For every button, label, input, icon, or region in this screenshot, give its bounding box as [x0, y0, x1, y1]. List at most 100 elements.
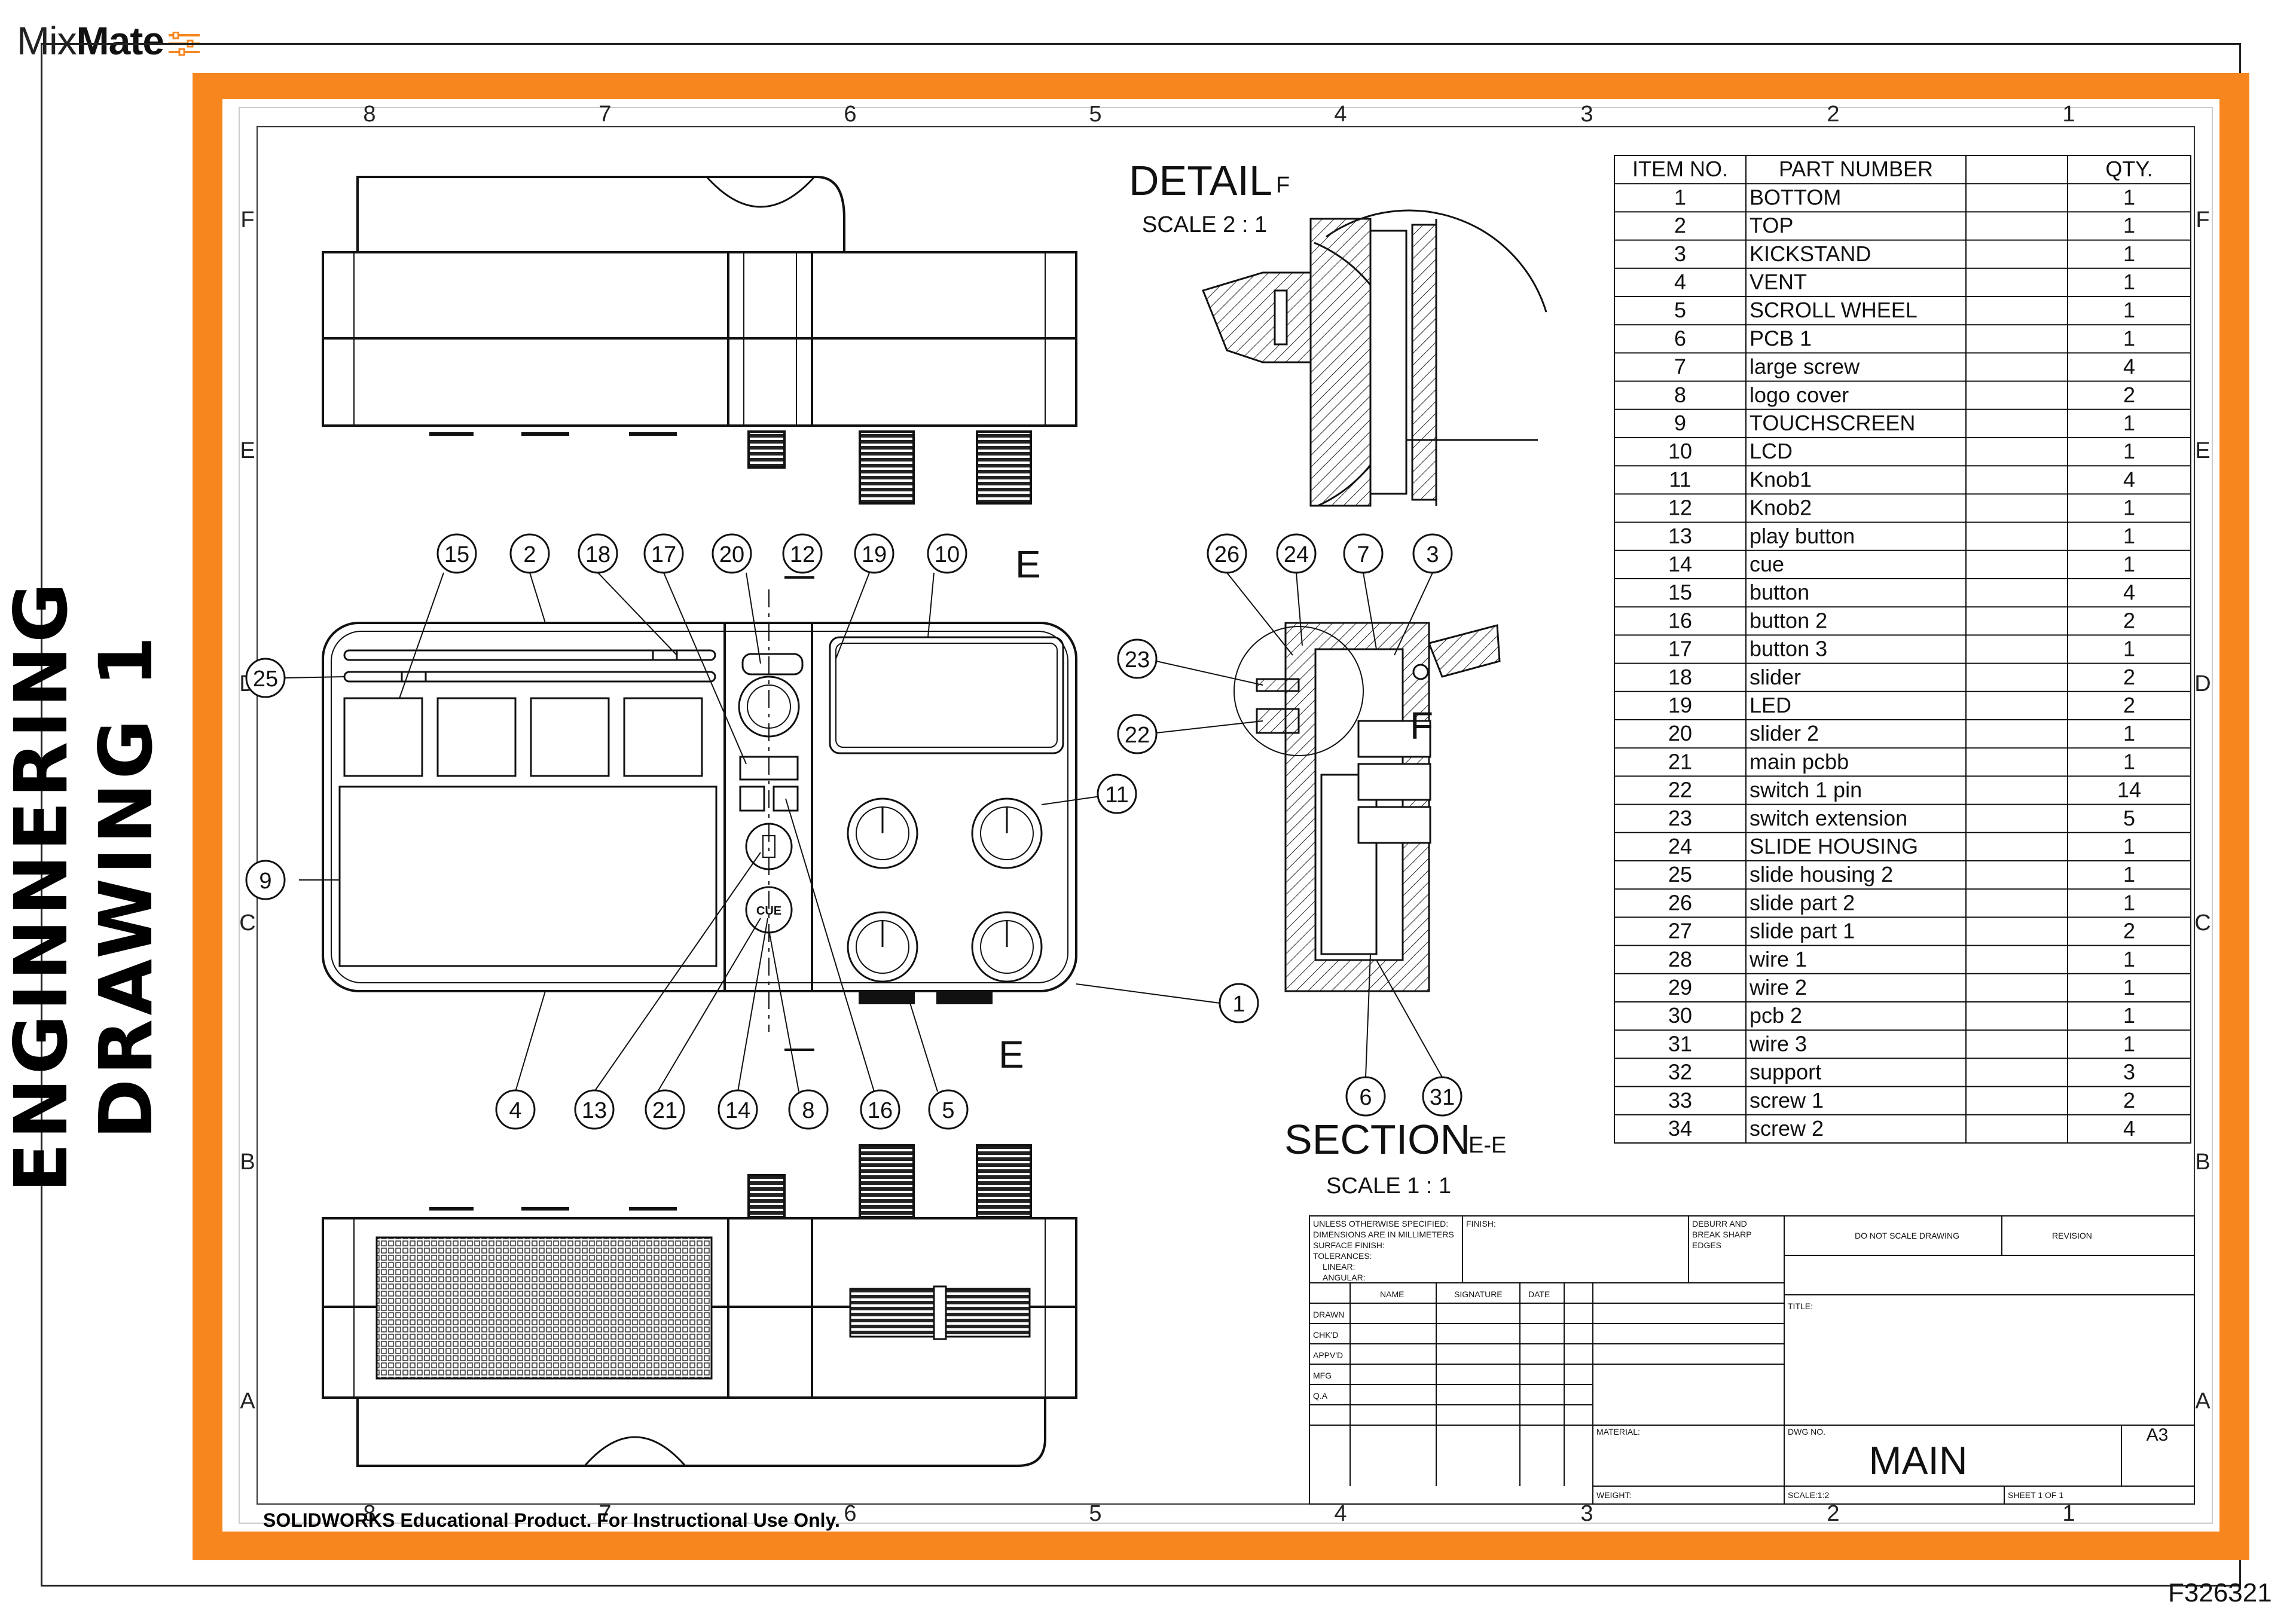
section-title: SECTION: [1284, 1116, 1470, 1163]
bom-qty: 1: [2123, 185, 2135, 209]
bom-item-no: 7: [1674, 354, 1686, 379]
title-block-text: UNLESS OTHERWISE SPECIFIED: DIMENSIONS A…: [1313, 1219, 2092, 1500]
bom-part-number: button 2: [1750, 608, 1827, 632]
tb-surface: SURFACE FINISH:: [1313, 1240, 1385, 1250]
zone-col-6: 6: [844, 102, 856, 127]
zone-col-1-bottom: 1: [2062, 1501, 2075, 1526]
tb-unless: UNLESS OTHERWISE SPECIFIED:: [1313, 1219, 1448, 1228]
zone-col-4: 4: [1334, 102, 1347, 127]
bom-part-number: KICKSTAND: [1750, 242, 1871, 266]
balloon-group-section: [1117, 533, 1463, 1117]
zone-row-d-right: D: [2194, 671, 2210, 696]
bom-qty: 1: [2123, 862, 2135, 887]
bom-item-no: 31: [1668, 1031, 1692, 1056]
tb-weight: WEIGHT:: [1596, 1490, 1631, 1500]
bom-qty: 1: [2123, 749, 2135, 774]
detail-title: DETAIL: [1129, 157, 1272, 204]
bom-part-number: button 3: [1750, 637, 1827, 661]
bom-qty: 1: [2123, 947, 2135, 971]
bom-item-no: 33: [1668, 1088, 1692, 1112]
balloon-13: 13: [582, 1098, 607, 1123]
bom-item-no: 4: [1674, 270, 1686, 294]
zone-row-a-right: A: [2195, 1389, 2210, 1414]
bom-qty: 1: [2123, 298, 2135, 322]
tb-deburr-3: EDGES: [1692, 1240, 1721, 1250]
section-scale: SCALE 1 : 1: [1326, 1173, 1451, 1199]
zone-col-5: 5: [1089, 102, 1101, 127]
bom-item-no: 20: [1668, 721, 1692, 745]
tb-finish: FINISH:: [1466, 1219, 1496, 1228]
bom-part-number: button: [1750, 580, 1809, 604]
bom-qty: 1: [2123, 213, 2135, 238]
bom-part-number: VENT: [1750, 270, 1807, 294]
section-detail-label: F: [1410, 704, 1433, 747]
bom-part-number: slider: [1750, 665, 1801, 689]
bom-part-number: wire 3: [1749, 1031, 1807, 1056]
balloon-19: 19: [862, 542, 887, 567]
zone-col-5-bottom: 5: [1089, 1501, 1101, 1526]
balloon-labels-section: 26 24 7 3 23 22 6 31: [1125, 542, 1455, 1110]
bom-item-no: 6: [1674, 326, 1686, 350]
tb-angular: ANGULAR:: [1323, 1273, 1366, 1282]
bom-part-number: screw 1: [1750, 1088, 1824, 1112]
bom-part-number: LED: [1750, 693, 1791, 717]
detail-scale: SCALE 2 : 1: [1142, 212, 1267, 237]
sheet-code: F326321: [2168, 1578, 2272, 1607]
bom-qty: 1: [2123, 326, 2135, 350]
zone-row-b-right: B: [2195, 1150, 2210, 1175]
balloon-25: 25: [253, 667, 278, 692]
balloon-2: 2: [523, 542, 536, 567]
balloon-17: 17: [651, 542, 676, 567]
bom-qty: 1: [2123, 552, 2135, 576]
zone-col-7: 7: [599, 102, 611, 127]
balloon-15: 15: [444, 542, 469, 567]
bom-part-number: logo cover: [1750, 383, 1849, 407]
bom-part-number: cue: [1750, 552, 1784, 576]
bom-item-no: 12: [1668, 496, 1692, 520]
zone-row-labels-left: F E D C B A: [239, 207, 255, 1414]
balloon-1: 1: [1232, 992, 1245, 1017]
bom-header-cell: QTY.: [2105, 157, 2152, 181]
bom-qty: 4: [2123, 1116, 2135, 1141]
detail-letter: F: [1276, 173, 1290, 198]
brand-mate: Mate: [76, 19, 164, 63]
tb-title-label: TITLE:: [1788, 1301, 1813, 1311]
bom-qty: 1: [2123, 242, 2135, 266]
bom-item-no: 13: [1668, 524, 1692, 548]
bom-part-number: SLIDE HOUSING: [1750, 834, 1918, 858]
bom-part-number: screw 2: [1750, 1116, 1824, 1141]
bom-part-number: play button: [1750, 524, 1855, 548]
bom-item-no: 1: [1674, 185, 1686, 209]
bom-qty: 2: [2123, 383, 2135, 407]
bom-header-cell: ITEM NO.: [1632, 157, 1728, 181]
bom-item-no: 19: [1668, 693, 1692, 717]
front-view: CUE: [322, 576, 1077, 1051]
bom-qty: 2: [2123, 919, 2135, 943]
zone-col-4-bottom: 4: [1334, 1501, 1347, 1526]
bom-qty: 4: [2123, 354, 2135, 379]
top-view: [322, 176, 1077, 505]
balloon-labels-front: 15 2 18 17 20 12 19 10 25 11 9 1 4 13 21…: [253, 542, 1245, 1123]
section-cut-label-bottom: E: [999, 1033, 1024, 1076]
bom-part-number: slide part 1: [1750, 919, 1855, 943]
bom-item-no: 15: [1668, 580, 1692, 604]
zone-col-8-bottom: 8: [363, 1501, 375, 1526]
zone-column-labels-top: 8 7 6 5 4 3 2 1: [363, 102, 2075, 127]
title-block: [1309, 1215, 2195, 1505]
bom-qty: 5: [2123, 806, 2135, 830]
bom-qty: 1: [2123, 411, 2135, 435]
tb-col-date: DATE: [1528, 1289, 1550, 1299]
zone-row-e: E: [240, 438, 255, 463]
leader-lines: [284, 572, 1220, 1092]
bom-part-number: large screw: [1750, 354, 1860, 379]
zone-col-8: 8: [363, 102, 375, 127]
zone-row-e-right: E: [2195, 438, 2210, 463]
bom-part-number: TOP: [1750, 213, 1793, 238]
bom-qty: 1: [2123, 524, 2135, 548]
balloon-4: 4: [509, 1098, 521, 1123]
bom-part-number: PCB 1: [1750, 326, 1812, 350]
zone-col-2: 2: [1827, 102, 1839, 127]
bom-qty: 1: [2123, 439, 2135, 463]
